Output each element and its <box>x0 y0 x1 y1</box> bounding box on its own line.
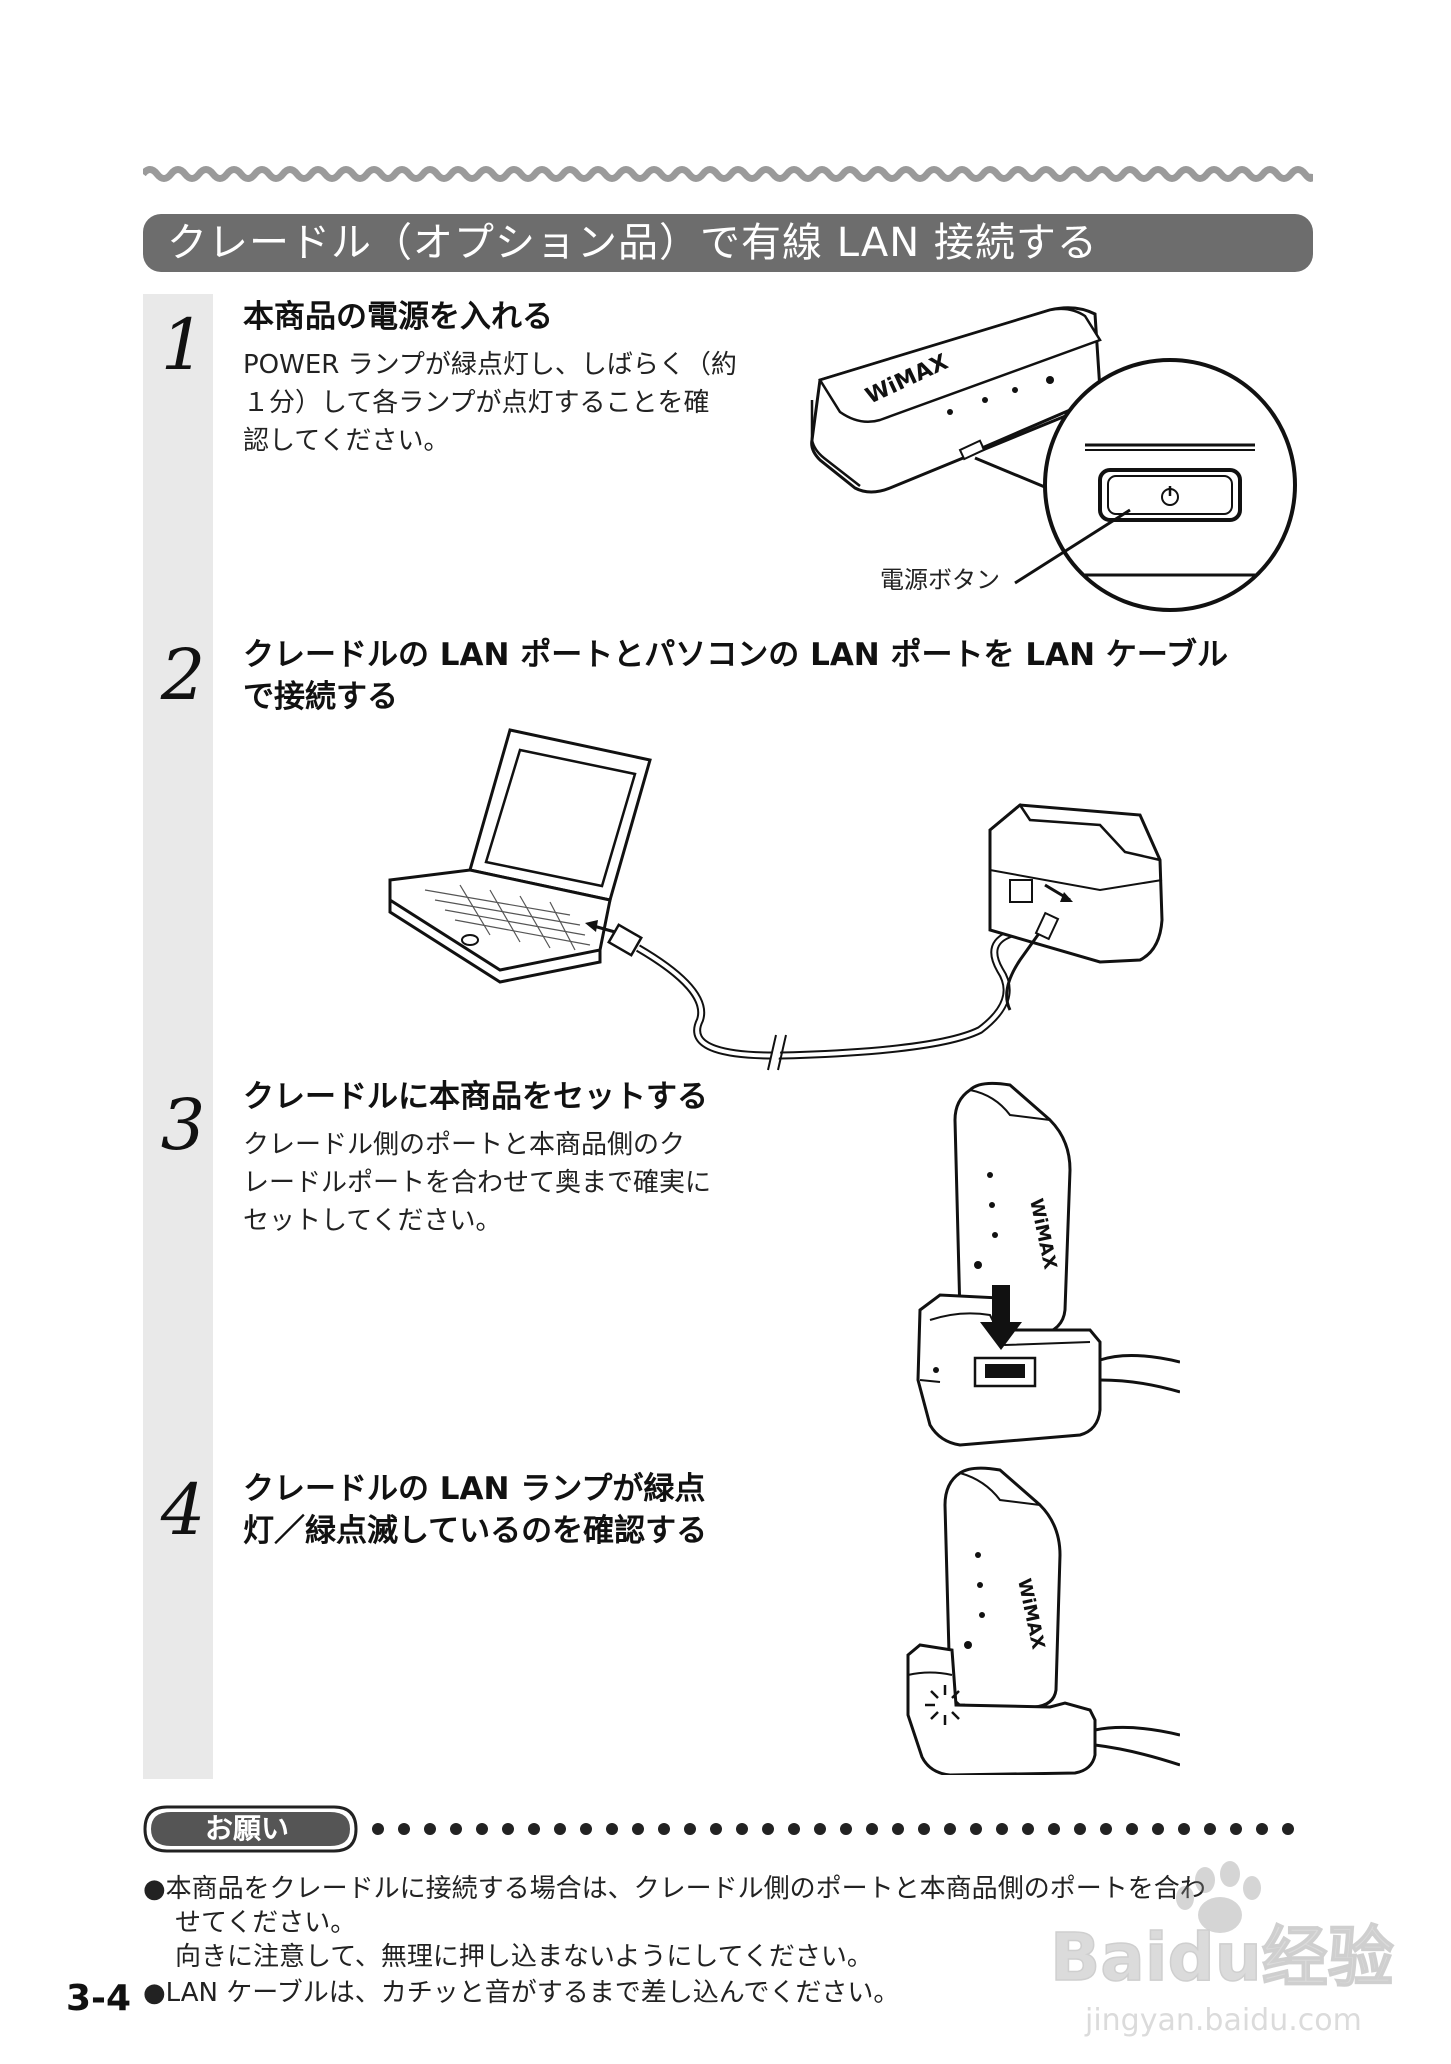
note-item-continuation: 向きに注意して、無理に押し込まないようにしてください。 <box>175 1942 873 1972</box>
power-button-caption: 電源ボタン <box>880 566 1000 594</box>
note-label: お願い <box>204 1812 289 1845</box>
note-item: ●本商品をクレードルに接続する場合は、クレードル側のポートと本商品側のポートを合… <box>143 1874 1206 1904</box>
watermark-brand: Baidu经验 <box>1050 1919 1394 1996</box>
step-number-3: 3 <box>160 1084 206 1166</box>
step-2-title: クレードルの LAN ポートとパソコンの LAN ポートを LAN ケーブル で… <box>243 634 1228 718</box>
step-sidebar <box>143 294 213 1779</box>
note-item-continuation: せてください。 <box>175 1908 357 1938</box>
note-badge <box>143 1805 358 1853</box>
lan-lamp-blink-icon <box>925 1685 965 1725</box>
step-3-body-line: クレードル側のポートと本商品側のク <box>243 1130 686 1160</box>
dotted-leader <box>372 1823 1294 1835</box>
note-item: ●LAN ケーブルは、カチッと音がするまで差し込んでください。 <box>143 1978 900 2008</box>
baidu-watermark: Baidu经验 jingyan.baidu.com <box>1049 1861 1394 2038</box>
step-2-title-line: で接続する <box>243 679 398 715</box>
step-number-1: 1 <box>160 304 206 386</box>
step-4-title: クレードルの LAN ランプが緑点 灯／緑点滅しているのを確認する <box>243 1468 707 1552</box>
page-number: 3-4 <box>66 1978 132 2019</box>
paw-icon <box>1176 1861 1261 1933</box>
step-1-body-line: 認してください。 <box>243 426 450 456</box>
device-into-cradle-illustration: WiMAX <box>916 1081 1180 1447</box>
step-number-4: 4 <box>160 1469 206 1551</box>
router-power-button-illustration: WiMAX <box>810 306 1297 612</box>
section-title: クレードル（オプション品）で有線 LAN 接続する <box>143 214 1313 272</box>
watermark-url: jingyan.baidu.com <box>1084 2003 1362 2038</box>
step-4-title-line: 灯／緑点滅しているのを確認する <box>243 1513 708 1549</box>
step-2-title-line: クレードルの LAN ポートとパソコンの LAN ポートを LAN ケーブル <box>243 637 1228 673</box>
step-3-body-line: レードルポートを合わせて奥まで確実に <box>243 1168 712 1198</box>
step-3-body-line: セットしてください。 <box>243 1206 502 1236</box>
step-1-body: POWER ランプが緑点灯し、しばらく（約 １分）して各ランプが点灯することを確… <box>243 346 737 460</box>
step-4-title-line: クレードルの LAN ランプが緑点 <box>243 1471 706 1507</box>
step-3-body: クレードル側のポートと本商品側のク レードルポートを合わせて奥まで確実に セット… <box>243 1126 711 1240</box>
step-1-body-line: １分）して各ランプが点灯することを確 <box>243 388 710 418</box>
step-1-title: 本商品の電源を入れる <box>243 299 553 335</box>
step-1-body-line: POWER ランプが緑点灯し、しばらく（約 <box>243 350 737 380</box>
step-3-title: クレードルに本商品をセットする <box>243 1079 708 1115</box>
laptop-cradle-lan-illustration <box>388 728 1164 1071</box>
device-in-cradle-lan-lamp-illustration: WiMAX <box>906 1466 1180 1775</box>
step-number-2: 2 <box>160 634 206 716</box>
wavy-divider <box>143 166 1313 182</box>
